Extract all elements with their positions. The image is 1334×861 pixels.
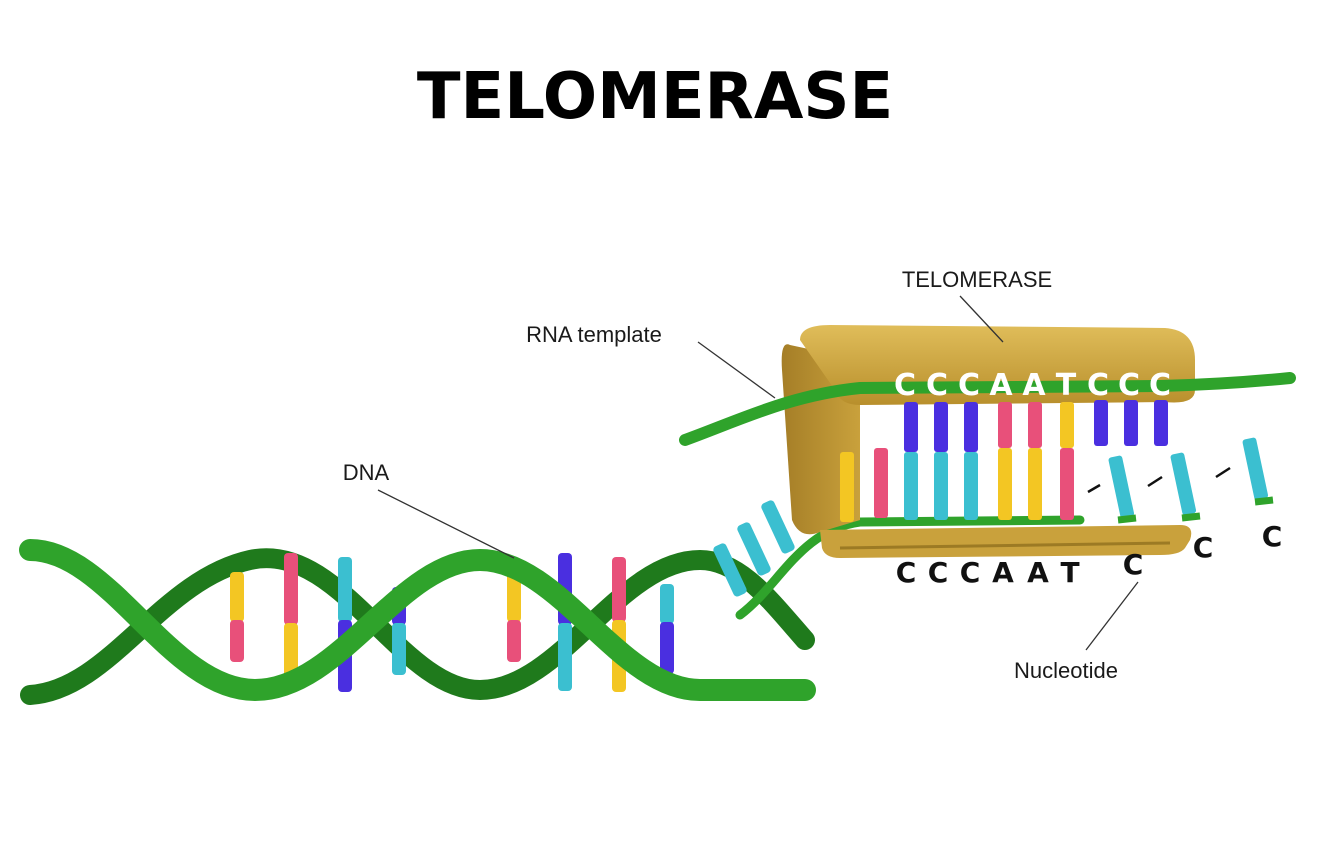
arrow-icon — [1215, 466, 1231, 479]
dna-back-strand — [20, 548, 815, 705]
base-pair — [612, 557, 626, 692]
dna-helix — [19, 476, 1085, 705]
leader-rna-template — [697, 341, 776, 399]
synth-letter: C — [928, 556, 949, 589]
label-dna: DNA — [343, 460, 390, 485]
leader-nucleotide — [1085, 581, 1139, 651]
labels: TELOMERASE RNA template DNA Nucleotide — [343, 267, 1139, 683]
synth-letter: A — [1027, 556, 1049, 589]
base-pair — [507, 572, 521, 662]
base-pair — [284, 553, 298, 688]
label-telomerase: TELOMERASE — [902, 267, 1052, 292]
leader-dna — [377, 489, 515, 559]
dna-single-strand — [735, 515, 1085, 620]
incoming-letter: C — [1262, 520, 1283, 553]
template-letter: C — [1087, 368, 1109, 403]
label-nucleotide: Nucleotide — [1014, 658, 1118, 683]
template-letter: A — [989, 368, 1013, 403]
template-letter: C — [1118, 368, 1140, 403]
leader-telomerase — [959, 295, 1004, 343]
arrow-icon — [1147, 475, 1163, 488]
telomerase-enzyme: C C C A A T C C C — [679, 325, 1296, 558]
nucleotide — [1170, 452, 1201, 522]
page-title: TELOMERASE — [417, 60, 893, 134]
incoming-letter: C — [1193, 531, 1214, 564]
template-sequence: C C C A A T C C C — [894, 368, 1171, 403]
incoming-nucleotides — [1087, 437, 1274, 524]
template-letter: C — [894, 368, 916, 403]
label-rna-template: RNA template — [526, 322, 662, 347]
rna-template-strand — [679, 372, 1296, 446]
nucleotide — [1108, 455, 1137, 524]
base-pair — [660, 584, 674, 674]
base-pair — [338, 557, 352, 692]
synthesized-sequence: C C C A A T — [896, 556, 1080, 589]
dna-front-strand — [19, 539, 816, 702]
incoming-letter: C — [1123, 548, 1144, 581]
template-letter: C — [1149, 368, 1171, 403]
arrow-icon — [1087, 483, 1101, 494]
incoming-letters: C C C — [1123, 520, 1283, 581]
base-pair — [230, 572, 244, 662]
synth-letter: C — [896, 556, 917, 589]
template-letter: A — [1022, 368, 1046, 403]
synth-letter: A — [992, 556, 1014, 589]
nucleotide — [1242, 437, 1274, 506]
template-bases — [904, 400, 1168, 452]
template-letter: C — [926, 368, 948, 403]
synth-letter: C — [960, 556, 981, 589]
synth-letter: T — [1060, 556, 1079, 589]
base-pair — [558, 553, 572, 691]
template-letter: C — [958, 368, 980, 403]
template-letter: T — [1056, 368, 1077, 403]
synthesized-bases — [840, 448, 1074, 522]
